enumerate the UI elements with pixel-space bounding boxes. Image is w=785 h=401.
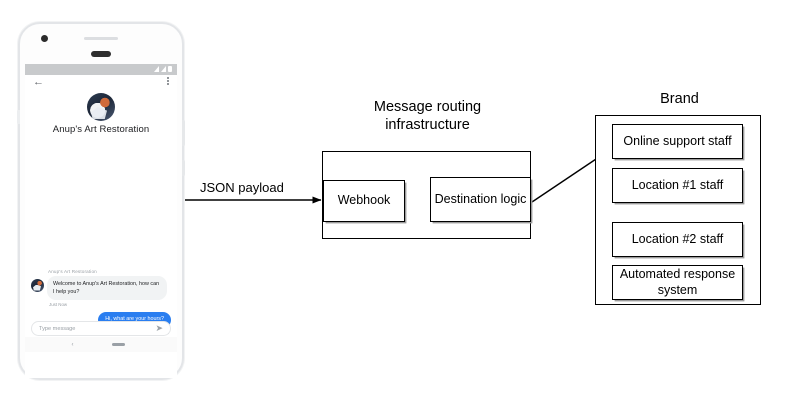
location-1-staff-box[interactable]: Location #1 staff: [612, 168, 743, 203]
conversation-header: Anup's Art Restoration: [25, 91, 177, 135]
signal-icon: [154, 66, 159, 72]
webhook-box-label: Webhook: [337, 193, 391, 208]
message-sender-label: Anup's Art Restoration: [48, 269, 97, 274]
page-title: Anup's Art Restoration: [52, 124, 150, 135]
overflow-dot: [167, 80, 169, 82]
edge-label-json-payload: JSON payload: [200, 180, 284, 195]
battery-icon: [168, 66, 172, 72]
status-bar-icons: [154, 66, 172, 72]
phone-speaker-grille: [84, 37, 118, 40]
phone-chin: [25, 352, 177, 378]
app-bar: ←: [25, 75, 177, 91]
avatar: [87, 93, 115, 121]
avatar: [31, 278, 44, 292]
phone-earpiece: [91, 51, 111, 57]
brand-group-title: Brand: [660, 91, 699, 107]
infrastructure-group-title: Message routing infrastructure: [373, 99, 482, 134]
phone-volume-button-secondary: [182, 160, 185, 176]
location-1-staff-label: Location #1 staff: [631, 177, 724, 192]
webhook-box[interactable]: Webhook: [323, 180, 405, 222]
location-2-staff-label: Location #2 staff: [631, 231, 724, 246]
back-arrow-icon[interactable]: ←: [33, 76, 44, 88]
phone-power-button: [182, 120, 185, 146]
chat-thread: Anup's Art Restoration Welcome to Anup's…: [25, 269, 177, 335]
incoming-message-bubble: Welcome to Anup's Art Restoration, how c…: [47, 275, 167, 301]
destination-logic-box-label: Destination logic: [434, 191, 527, 206]
incoming-message-timestamp: Just Now: [49, 302, 68, 308]
automated-response-system-label: Automated response system: [619, 267, 736, 297]
message-composer[interactable]: Type message ➤: [31, 321, 171, 336]
phone-front-camera-icon: [41, 35, 48, 42]
phone-volume-button: [17, 110, 20, 124]
nav-home-pill[interactable]: [111, 342, 125, 347]
online-support-staff-box[interactable]: Online support staff: [612, 124, 743, 159]
destination-logic-box[interactable]: Destination logic: [430, 177, 531, 222]
incoming-message-row: Welcome to Anup's Art Restoration, how c…: [31, 275, 171, 301]
nav-back-icon[interactable]: ‹: [71, 341, 74, 348]
overflow-dot: [167, 77, 169, 79]
wifi-icon: [161, 66, 166, 72]
overflow-menu-icon[interactable]: [167, 77, 169, 85]
online-support-staff-label: Online support staff: [623, 133, 732, 148]
status-bar: [25, 64, 177, 75]
send-icon[interactable]: ➤: [155, 323, 163, 333]
phone-screen: ← Anup's Art Restoration Anup's Art Rest…: [25, 64, 177, 352]
phone-mockup: ← Anup's Art Restoration Anup's Art Rest…: [17, 22, 185, 380]
android-nav-bar: ‹: [25, 337, 177, 352]
automated-response-system-box[interactable]: Automated response system: [612, 265, 743, 300]
location-2-staff-box[interactable]: Location #2 staff: [612, 222, 743, 257]
overflow-dot: [167, 83, 169, 85]
message-input[interactable]: Type message: [39, 325, 76, 332]
